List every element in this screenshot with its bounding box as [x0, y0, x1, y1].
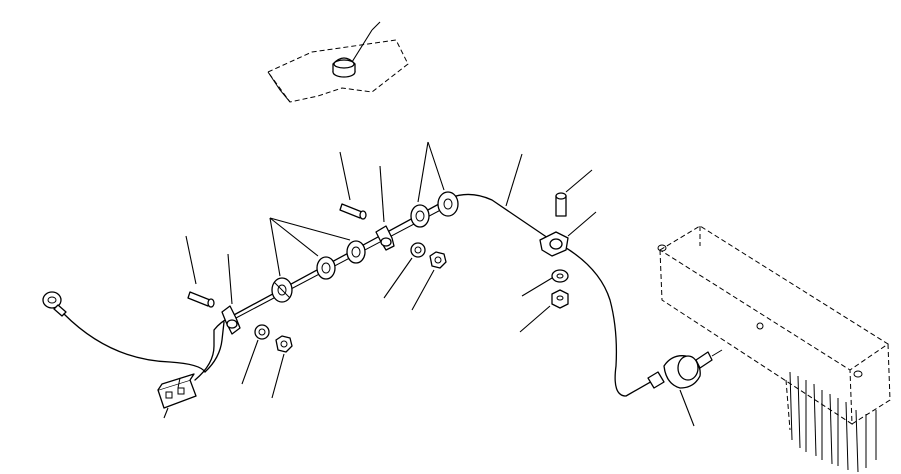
radiator-fins: [786, 372, 876, 472]
nut-icon: [552, 290, 568, 308]
washer-icon: [411, 243, 425, 257]
ground-wire: [64, 314, 205, 372]
clamp-icon: [222, 306, 240, 334]
bolt-icon: [188, 292, 214, 307]
washer-icon: [255, 325, 269, 339]
grommet-icon: [347, 241, 365, 263]
grommet-icon: [411, 205, 429, 227]
grommet-icon: [317, 257, 335, 279]
clamp-icon: [540, 232, 568, 256]
nut-icon: [430, 252, 446, 268]
clamp-icon: [376, 226, 394, 250]
washer-icon: [552, 270, 568, 282]
bolt-icon: [556, 193, 566, 216]
nut-icon: [276, 336, 292, 352]
grommet-icon: [438, 192, 458, 216]
cap-detail-panel: [268, 30, 408, 102]
harness-wire-branch: [205, 322, 224, 372]
ring-terminal-icon: [43, 292, 66, 316]
grommet-icon: [272, 278, 292, 302]
bolt-icon: [340, 204, 366, 219]
cap-icon: [333, 58, 355, 77]
sensor-icon: [648, 350, 722, 388]
leader-lines: [164, 22, 694, 426]
cap-leader: [352, 30, 372, 62]
mounting-hole: [757, 323, 763, 329]
mounting-bracket: [658, 226, 890, 472]
connector-plug-icon: [158, 374, 196, 408]
